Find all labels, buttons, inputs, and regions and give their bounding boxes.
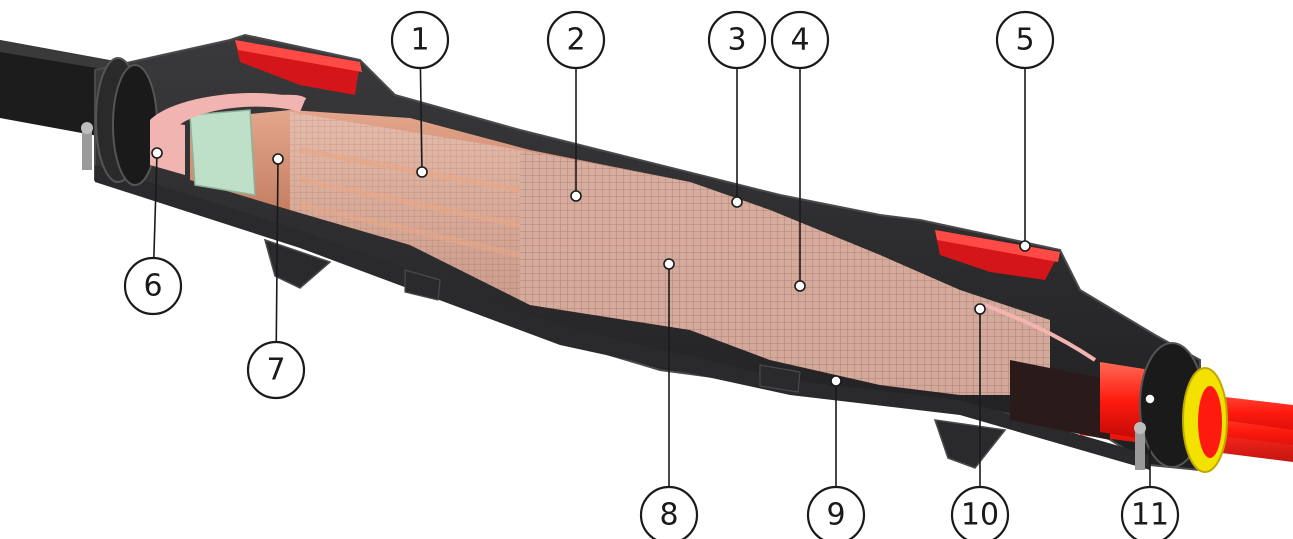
housing-foot-right	[935, 420, 1005, 468]
callout-target-dot-11	[1145, 394, 1155, 404]
callout-target-dot-10	[975, 304, 985, 314]
callout-target-dot-3	[732, 197, 742, 207]
callout-number-2: 2	[566, 23, 585, 58]
callout-target-dot-4	[795, 281, 805, 291]
callout-number-3: 3	[727, 23, 746, 58]
callout-number-7: 7	[266, 353, 285, 388]
callout-target-dot-8	[664, 259, 674, 269]
callout-target-dot-2	[571, 191, 581, 201]
callout-target-dot-1	[417, 167, 427, 177]
callout-number-11: 11	[1131, 498, 1169, 533]
callout-number-6: 6	[143, 269, 162, 304]
callout-number-9: 9	[826, 498, 845, 533]
callout-number-1: 1	[410, 23, 429, 58]
callout-target-dot-6	[152, 148, 162, 158]
callout-number-8: 8	[659, 498, 678, 533]
callout-target-dot-7	[273, 154, 283, 164]
callout-target-dot-5	[1020, 241, 1030, 251]
callout-3: 3	[709, 12, 765, 207]
callout-target-dot-9	[831, 376, 841, 386]
callout-5: 5	[997, 12, 1053, 251]
callout-number-4: 4	[790, 23, 809, 58]
callout-number-5: 5	[1015, 23, 1034, 58]
callout-number-10: 10	[961, 498, 999, 533]
